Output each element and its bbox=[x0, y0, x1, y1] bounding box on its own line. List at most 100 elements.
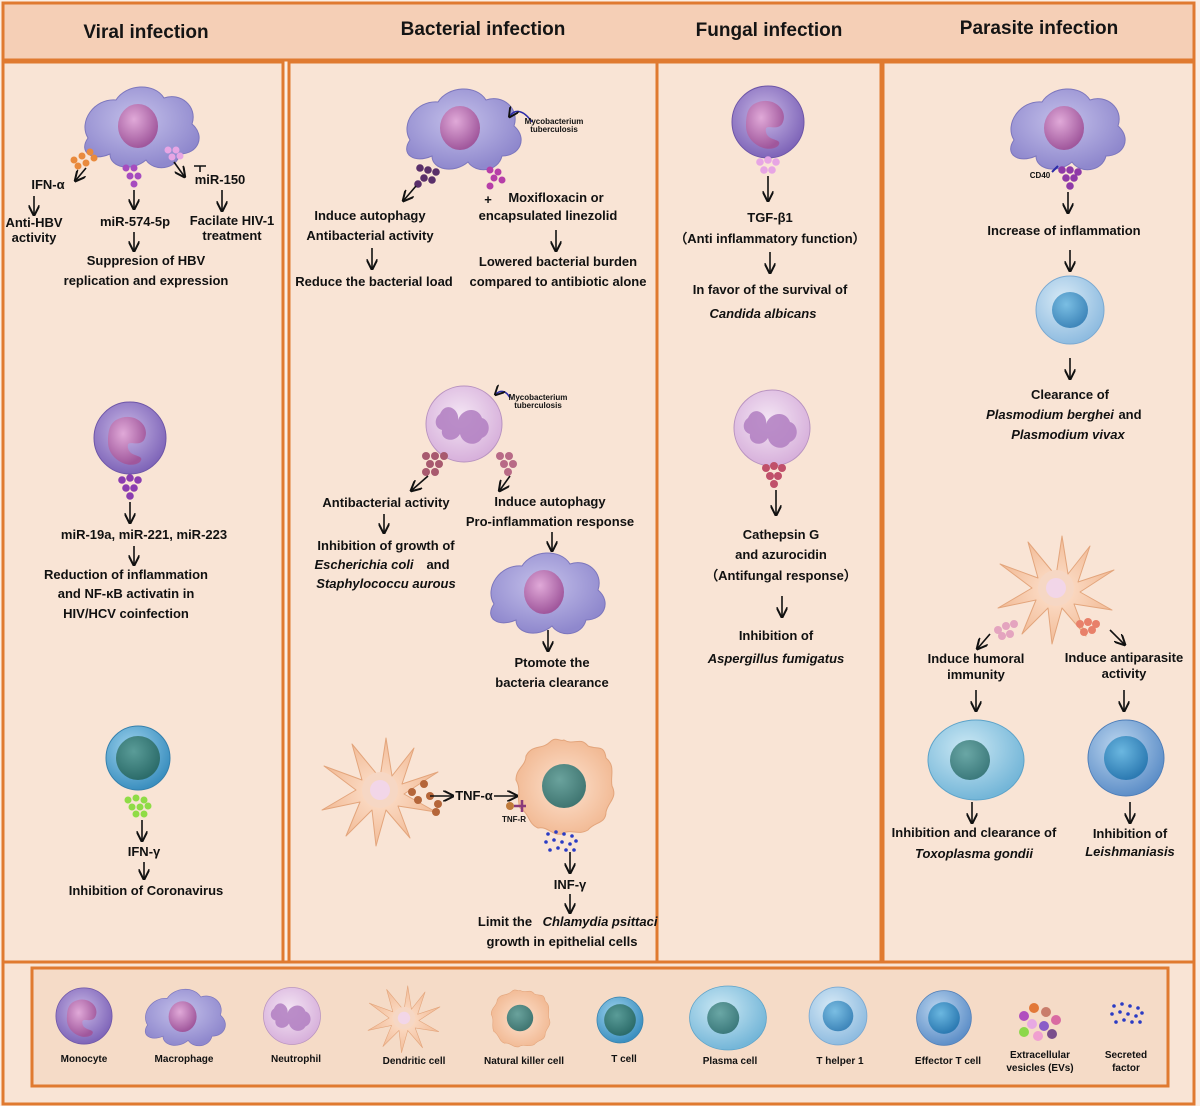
reduction-line3: HIV/HCV coinfection bbox=[63, 606, 189, 621]
bact-nk-cell bbox=[515, 738, 615, 835]
legend-secreted-line2: factor bbox=[1112, 1063, 1140, 1074]
antibacterial-2: Antibacterial activity bbox=[322, 495, 450, 510]
plus-sign: + bbox=[484, 192, 492, 207]
legend-tcell: T cell bbox=[611, 1054, 637, 1065]
legend-neutrophil: Neutrophil bbox=[271, 1054, 321, 1065]
parasite-evs bbox=[1058, 166, 1082, 190]
parasite-effector-tcell bbox=[1087, 719, 1165, 797]
bact-evs-magenta bbox=[486, 166, 506, 190]
inhibition-growth: Inhibition of growth of bbox=[317, 538, 455, 553]
azurocidin: and azurocidin bbox=[735, 547, 827, 562]
limit-the: Limit the bbox=[478, 914, 532, 929]
induce-autophagy-2: Induce autophagy bbox=[494, 494, 606, 509]
legend-plasma: Plasma cell bbox=[703, 1056, 758, 1067]
humoral-line2: immunity bbox=[947, 667, 1006, 682]
legend-evs-line2: vesicles (EVs) bbox=[1006, 1063, 1073, 1074]
increase-inflammation: Increase of inflammation bbox=[987, 223, 1140, 238]
antiparasite-line1: Induce antiparasite bbox=[1065, 650, 1183, 665]
viral-monocyte-evs bbox=[118, 474, 142, 500]
cd40: CD40 bbox=[1030, 171, 1051, 180]
lowered-line2: compared to antibiotic alone bbox=[470, 274, 647, 289]
mtb-label-2a: Mycobacterium bbox=[509, 393, 568, 402]
legend-thelper-icon bbox=[808, 986, 868, 1046]
favor-survival: In favor of the survival of bbox=[693, 282, 848, 297]
tgf-label: TGF-β1 bbox=[747, 210, 793, 225]
tnf-r: TNF-R bbox=[502, 815, 526, 824]
legend-secreted-line1: Secreted bbox=[1105, 1050, 1147, 1061]
mtb-label-1b: tuberculosis bbox=[530, 125, 578, 134]
bact-neut-evs-left bbox=[422, 452, 448, 476]
parasite-plasma-cell bbox=[927, 719, 1025, 801]
ifn-alpha-label: IFN-α bbox=[31, 177, 64, 192]
header-bacterial: Bacterial infection bbox=[401, 19, 566, 40]
anti-hbv-line2: activity bbox=[12, 230, 58, 245]
bact-dc-evs bbox=[408, 780, 442, 816]
legend-nk: Natural killer cell bbox=[484, 1056, 564, 1067]
viral-tcell bbox=[105, 725, 171, 791]
moxi-line1: Moxifloxacin or bbox=[508, 190, 603, 205]
limit-line2: growth in epithelial cells bbox=[487, 934, 638, 949]
fungal-neutrophil bbox=[733, 389, 811, 467]
mir19-label: miR-19a, miR-221, miR-223 bbox=[61, 527, 227, 542]
induce-autophagy-1: Induce autophagy bbox=[314, 208, 426, 223]
promote-line2: bacteria clearance bbox=[495, 675, 608, 690]
suppresion-line2: replication and expression bbox=[64, 273, 229, 288]
facilate-line1: Facilate HIV-1 bbox=[190, 213, 275, 228]
anti-inflam: （Anti inflammatory function） bbox=[674, 231, 865, 246]
bact-neut-evs-right bbox=[496, 452, 517, 476]
antifungal: （Antifungal response） bbox=[705, 568, 857, 583]
fungal-neut-evs bbox=[762, 462, 786, 488]
tnf-alpha: TNF-α bbox=[455, 788, 493, 803]
viral-evs-pink bbox=[164, 146, 184, 161]
ecoli: Escherichia coli bbox=[315, 557, 414, 572]
panel-bacterial bbox=[287, 60, 663, 964]
panel-fungal bbox=[655, 60, 883, 964]
legend-monocyte-icon bbox=[55, 987, 113, 1045]
legend-effector: Effector T cell bbox=[915, 1056, 981, 1067]
inf-gamma: INF-γ bbox=[554, 877, 587, 892]
parasite-thelper bbox=[1035, 275, 1105, 345]
viral-evs-purple bbox=[122, 164, 142, 188]
parasite-dc-evs-left bbox=[994, 620, 1018, 640]
legend-effector-icon bbox=[916, 990, 972, 1046]
vivax: Plasmodium vivax bbox=[1011, 427, 1125, 442]
header-fungal: Fungal infection bbox=[696, 20, 843, 41]
header-band bbox=[1, 1, 1196, 62]
antibacterial-1: Antibacterial activity bbox=[306, 228, 434, 243]
aspergillus: Aspergillus fumigatus bbox=[707, 651, 845, 666]
ifn-gamma-label: IFN-γ bbox=[128, 844, 161, 859]
legend-nk-icon bbox=[490, 989, 551, 1048]
mtb-label-2b: tuberculosis bbox=[514, 401, 562, 410]
leishmaniasis: Leishmaniasis bbox=[1085, 844, 1175, 859]
suppresion-line1: Suppresion of HBV bbox=[87, 253, 206, 268]
cathepsin: Cathepsin G bbox=[743, 527, 820, 542]
fungal-monocyte-evs bbox=[756, 156, 780, 174]
promote-line1: Ptomote the bbox=[514, 655, 589, 670]
bact-neutrophil bbox=[425, 385, 503, 463]
candida: Candida albicans bbox=[710, 306, 817, 321]
lowered-line1: Lowered bacterial burden bbox=[479, 254, 637, 269]
legend-evs-line1: Extracellular bbox=[1010, 1050, 1070, 1061]
humoral-line1: Induce humoral bbox=[928, 651, 1025, 666]
mir574-label: miR-574-5p bbox=[100, 214, 170, 229]
legend-monocyte: Monocyte bbox=[61, 1054, 108, 1065]
inhib-clear: Inhibition and clearance of bbox=[892, 825, 1057, 840]
reduce-load: Reduce the bacterial load bbox=[295, 274, 453, 289]
and-2: and bbox=[1118, 407, 1141, 422]
panel-viral bbox=[1, 60, 285, 964]
antiparasite-line2: activity bbox=[1102, 666, 1148, 681]
berghei: Plasmodium berghei bbox=[986, 407, 1114, 422]
moxi-line2: encapsulated linezolid bbox=[479, 208, 618, 223]
inhibition-of-1: Inhibition of bbox=[739, 628, 814, 643]
tnf-receptor bbox=[506, 800, 526, 812]
staph: Staphylococcu aurous bbox=[316, 576, 455, 591]
toxoplasma: Toxoplasma gondii bbox=[915, 846, 1033, 861]
legend-macrophage: Macrophage bbox=[155, 1054, 214, 1065]
mtb-label-1a: Mycobacterium bbox=[525, 117, 584, 126]
viral-monocyte bbox=[93, 401, 167, 475]
facilate-line2: treatment bbox=[202, 228, 262, 243]
viral-evs-orange bbox=[70, 148, 98, 170]
panel-parasite bbox=[881, 60, 1196, 964]
header-parasite: Parasite infection bbox=[960, 18, 1118, 39]
